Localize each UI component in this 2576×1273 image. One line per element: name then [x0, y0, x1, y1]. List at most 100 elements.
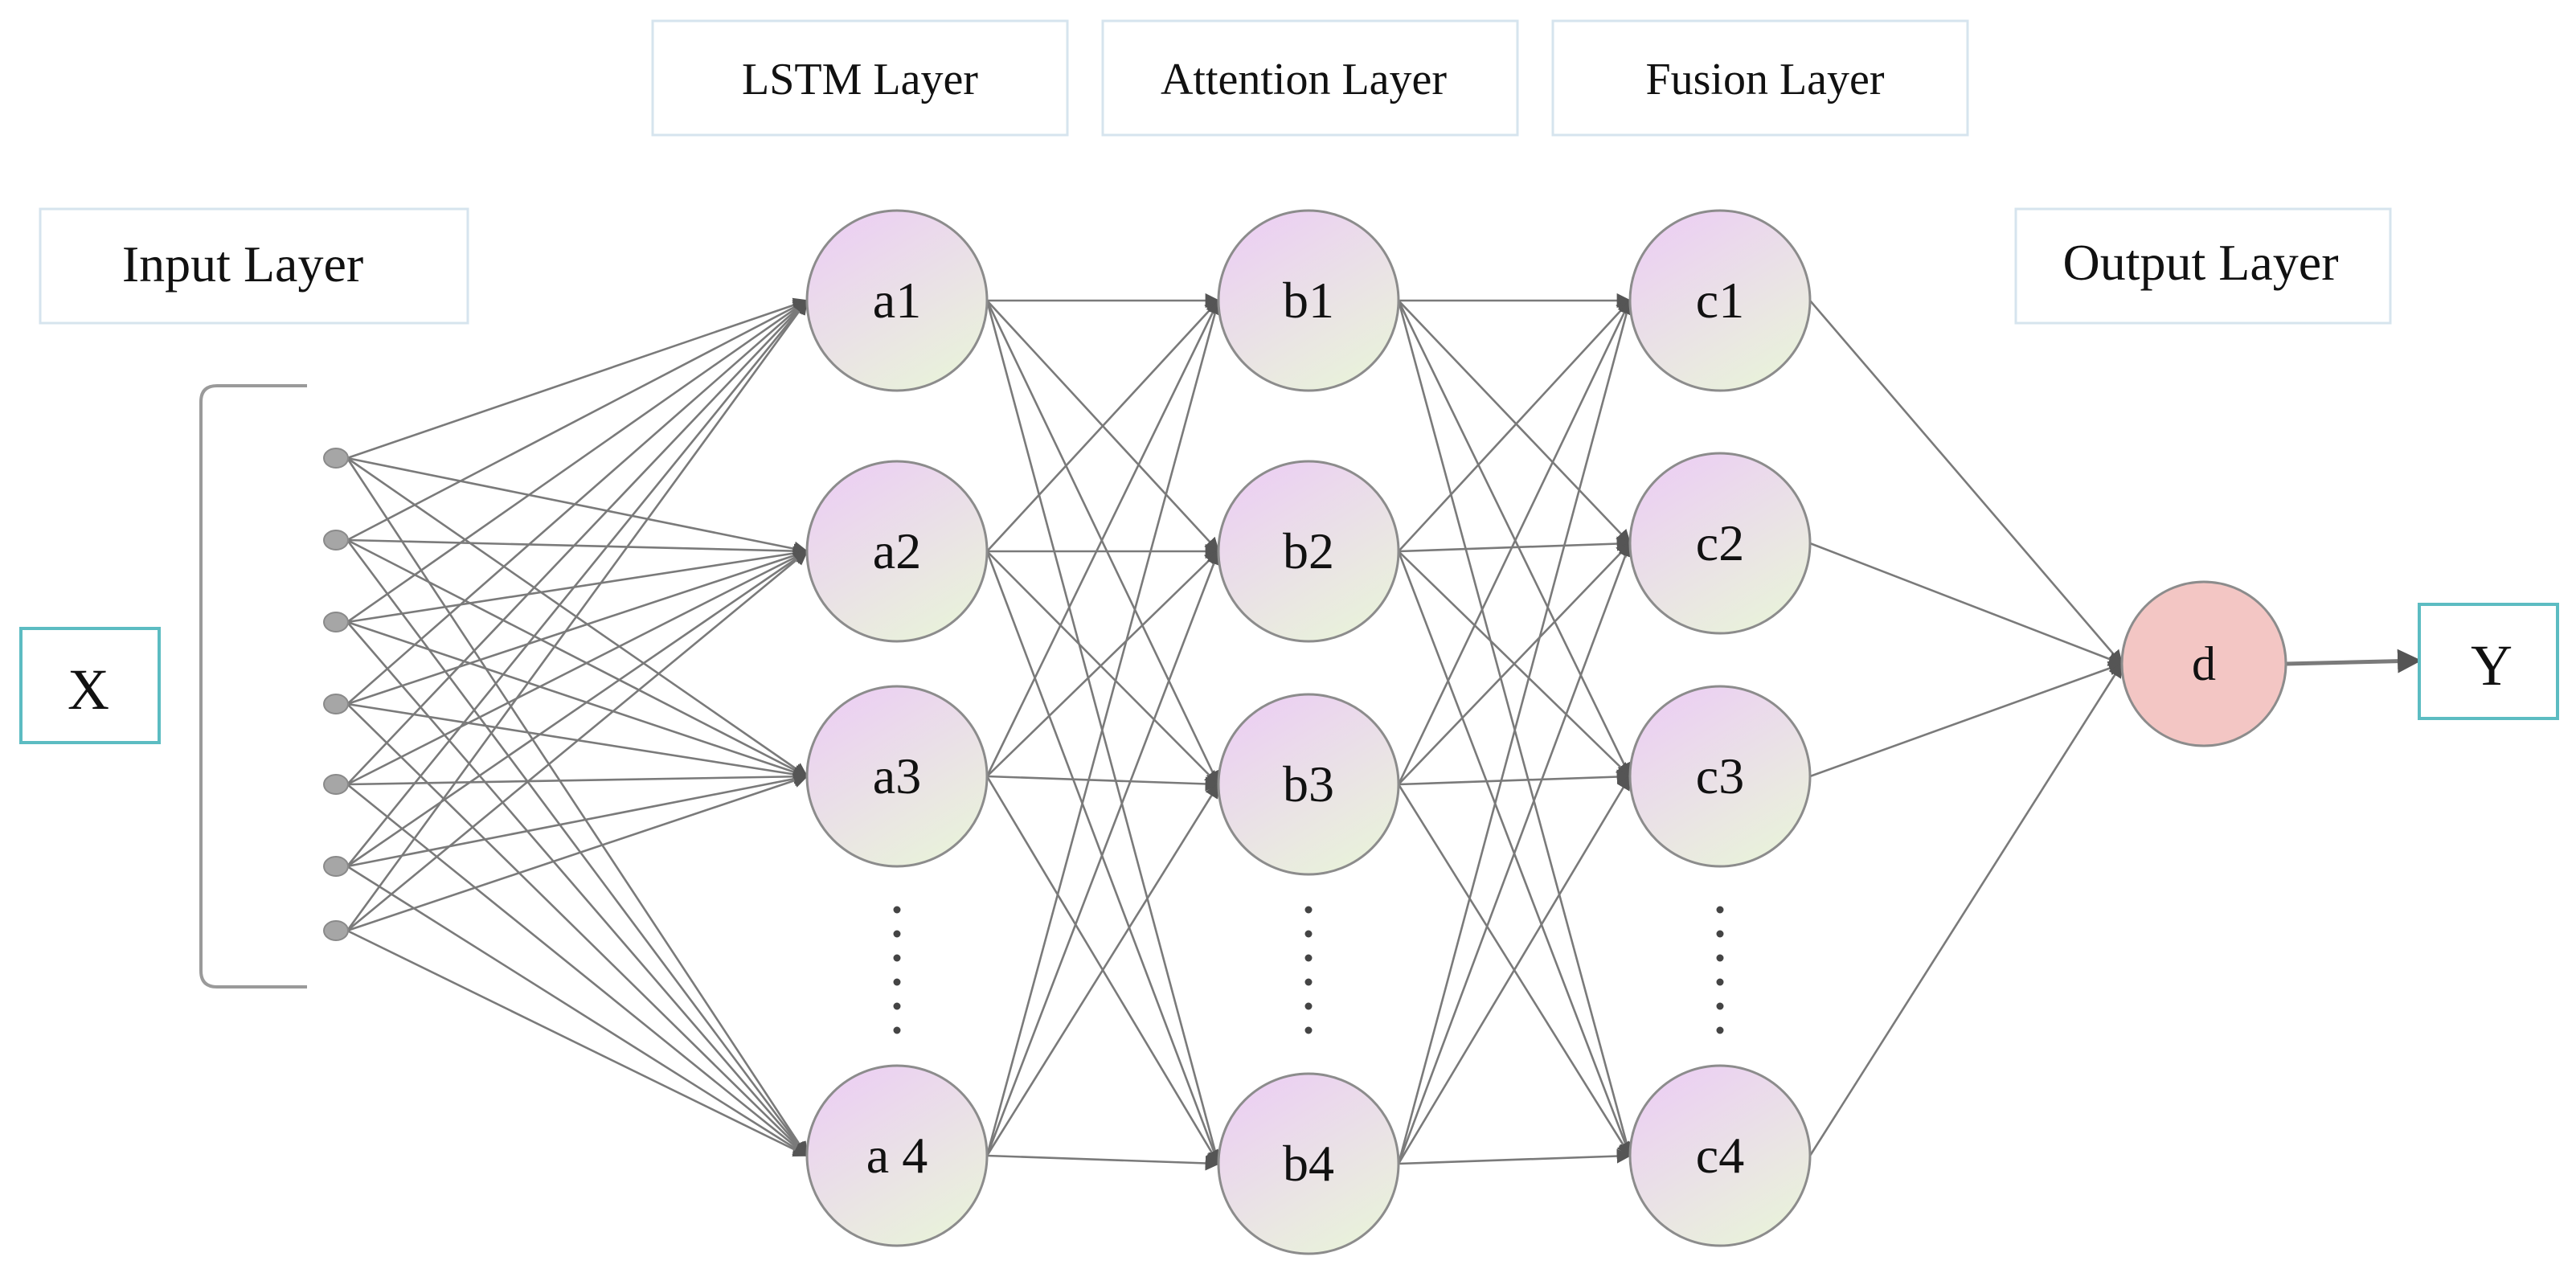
fusion-node-4: c4 [1628, 1064, 1812, 1247]
edge-lstm2-to-attention1 [986, 299, 1220, 552]
edge-output-to-y [2285, 649, 2422, 673]
edge-lstm4-to-attention3 [985, 783, 1220, 1156]
output-layer-label: Output Layer [2063, 234, 2339, 291]
edge-fusion4-to-output [1808, 662, 2123, 1156]
attention-node-3-label: b3 [1283, 755, 1334, 813]
attention-ellipsis-dot-5 [1304, 1002, 1313, 1010]
fusion-node-1-label: c1 [1696, 272, 1744, 329]
edge-fusion2-to-output [1809, 542, 2123, 666]
edge-attention3-to-fusion1 [1397, 299, 1632, 785]
edge-attention3-to-fusion2 [1398, 542, 1632, 785]
attention-node-2: b2 [1217, 460, 1400, 643]
edge-lstm3-to-attention3 [986, 775, 1220, 792]
attention-ellipsis-dot-2 [1304, 930, 1313, 938]
edge-lstm2-to-attention3 [986, 551, 1220, 786]
attention-node-2-circle [1217, 460, 1400, 643]
attention-ellipsis-dot-4 [1304, 978, 1313, 986]
edge-input7-to-lstm2 [346, 550, 809, 932]
edge-input7-to-lstm1 [346, 299, 809, 931]
connection-edges [346, 293, 2422, 1171]
lstm-ellipsis-dot-5 [893, 1002, 901, 1010]
edge-input3-to-lstm2 [346, 546, 809, 624]
input-point-6 [323, 856, 349, 877]
lstm-ellipsis-dot-4 [893, 978, 901, 986]
edge-input6-to-lstm1 [346, 299, 809, 867]
lstm-ellipsis-dot-6 [893, 1026, 901, 1034]
lstm-node-3-circle [805, 685, 989, 868]
lstm-node-4-circle [805, 1064, 989, 1247]
lstm-node-1-circle [805, 209, 989, 392]
edge-fusion3-to-output [1809, 661, 2123, 778]
output-node-1-label: d [2192, 637, 2216, 690]
attention-ellipsis-dot-3 [1304, 954, 1313, 962]
edge-attention2-to-fusion2 [1398, 536, 1632, 553]
edge-input5-to-lstm3 [346, 769, 809, 786]
edge-input3-to-lstm1 [346, 299, 809, 624]
edge-attention1-to-fusion3 [1397, 300, 1632, 778]
attention-node-4-label: b4 [1283, 1135, 1334, 1192]
output-node-1-circle [2120, 580, 2287, 747]
edge-input6-to-lstm3 [346, 772, 809, 868]
edge-input2-to-lstm2 [346, 538, 809, 559]
input-layer-label-box: Input Layer [39, 207, 469, 325]
input-point-1 [323, 448, 349, 469]
lstm-node-4: a 4 [805, 1064, 989, 1247]
edge-input2-to-lstm1 [346, 299, 809, 542]
fusion-node-4-circle [1628, 1064, 1812, 1247]
output-y-box: Y [2418, 603, 2559, 720]
attention-node-3: b3 [1217, 693, 1400, 876]
attention-layer-label: Attention Layer [1161, 55, 1447, 104]
attention-node-3-circle [1217, 693, 1400, 876]
edge-input6-to-lstm4 [346, 865, 809, 1157]
input-layer-label: Input Layer [122, 235, 363, 293]
edge-attention4-to-fusion4 [1398, 1148, 1632, 1165]
fusion-layer-label-box: Fusion Layer [1551, 19, 1969, 137]
output-node-1: d [2120, 580, 2287, 747]
input-point-2 [323, 530, 349, 551]
lstm-node-3: a3 [805, 685, 989, 868]
edge-lstm3-to-attention1 [985, 299, 1220, 777]
attention-node-4: b4 [1217, 1072, 1400, 1255]
fusion-node-3-circle [1628, 685, 1812, 868]
fusion-node-1-circle [1628, 209, 1812, 392]
edge-input2-to-lstm3 [346, 538, 809, 778]
lstm-node-1-label: a1 [873, 272, 921, 329]
edge-lstm2-to-attention4 [985, 551, 1221, 1165]
edge-input5-to-lstm1 [346, 299, 809, 785]
lstm-node-2-circle [805, 460, 989, 643]
edge-lstm1-to-attention3 [985, 300, 1220, 786]
edge-lstm4-to-attention1 [985, 299, 1222, 1156]
lstm-node-2: a2 [805, 460, 989, 643]
edge-lstm1-to-attention4 [985, 300, 1222, 1165]
edge-input2-to-lstm4 [346, 539, 809, 1157]
edge-input4-to-lstm2 [346, 548, 809, 706]
fusion-ellipsis-dot-4 [1716, 978, 1724, 986]
input-point-3 [323, 612, 349, 632]
lstm-node-2-label: a2 [873, 522, 921, 579]
edge-input5-to-lstm4 [346, 783, 809, 1157]
input-x-box: X [19, 627, 161, 744]
fusion-node-3: c3 [1628, 685, 1812, 868]
edge-attention1-to-fusion2 [1398, 300, 1632, 545]
edge-input4-to-lstm4 [346, 703, 809, 1157]
edge-lstm3-to-attention2 [986, 550, 1220, 777]
input-point-7 [323, 920, 349, 941]
fusion-node-2-circle [1628, 452, 1812, 635]
fusion-node-3-label: c3 [1696, 747, 1744, 804]
lstm-node-3-label: a3 [873, 747, 921, 804]
lstm-node-4-label: a 4 [866, 1127, 928, 1184]
input-bracket [199, 384, 307, 989]
lstm-ellipsis-dot-2 [893, 930, 901, 938]
output-layer-label-box: Output Layer [2014, 207, 2392, 325]
attention-ellipsis-dot-6 [1304, 1026, 1313, 1034]
edge-attention2-to-fusion1 [1398, 299, 1632, 552]
edge-lstm4-to-attention2 [985, 550, 1221, 1156]
attention-node-2-label: b2 [1283, 522, 1334, 579]
attention-node-1: b1 [1217, 209, 1400, 392]
input-point-5 [323, 774, 349, 795]
fusion-ellipsis-dot-5 [1716, 1002, 1724, 1010]
attention-node-1-label: b1 [1283, 272, 1334, 329]
ellipsis-dots [893, 906, 1724, 1034]
edge-attention4-to-fusion2 [1397, 542, 1632, 1165]
